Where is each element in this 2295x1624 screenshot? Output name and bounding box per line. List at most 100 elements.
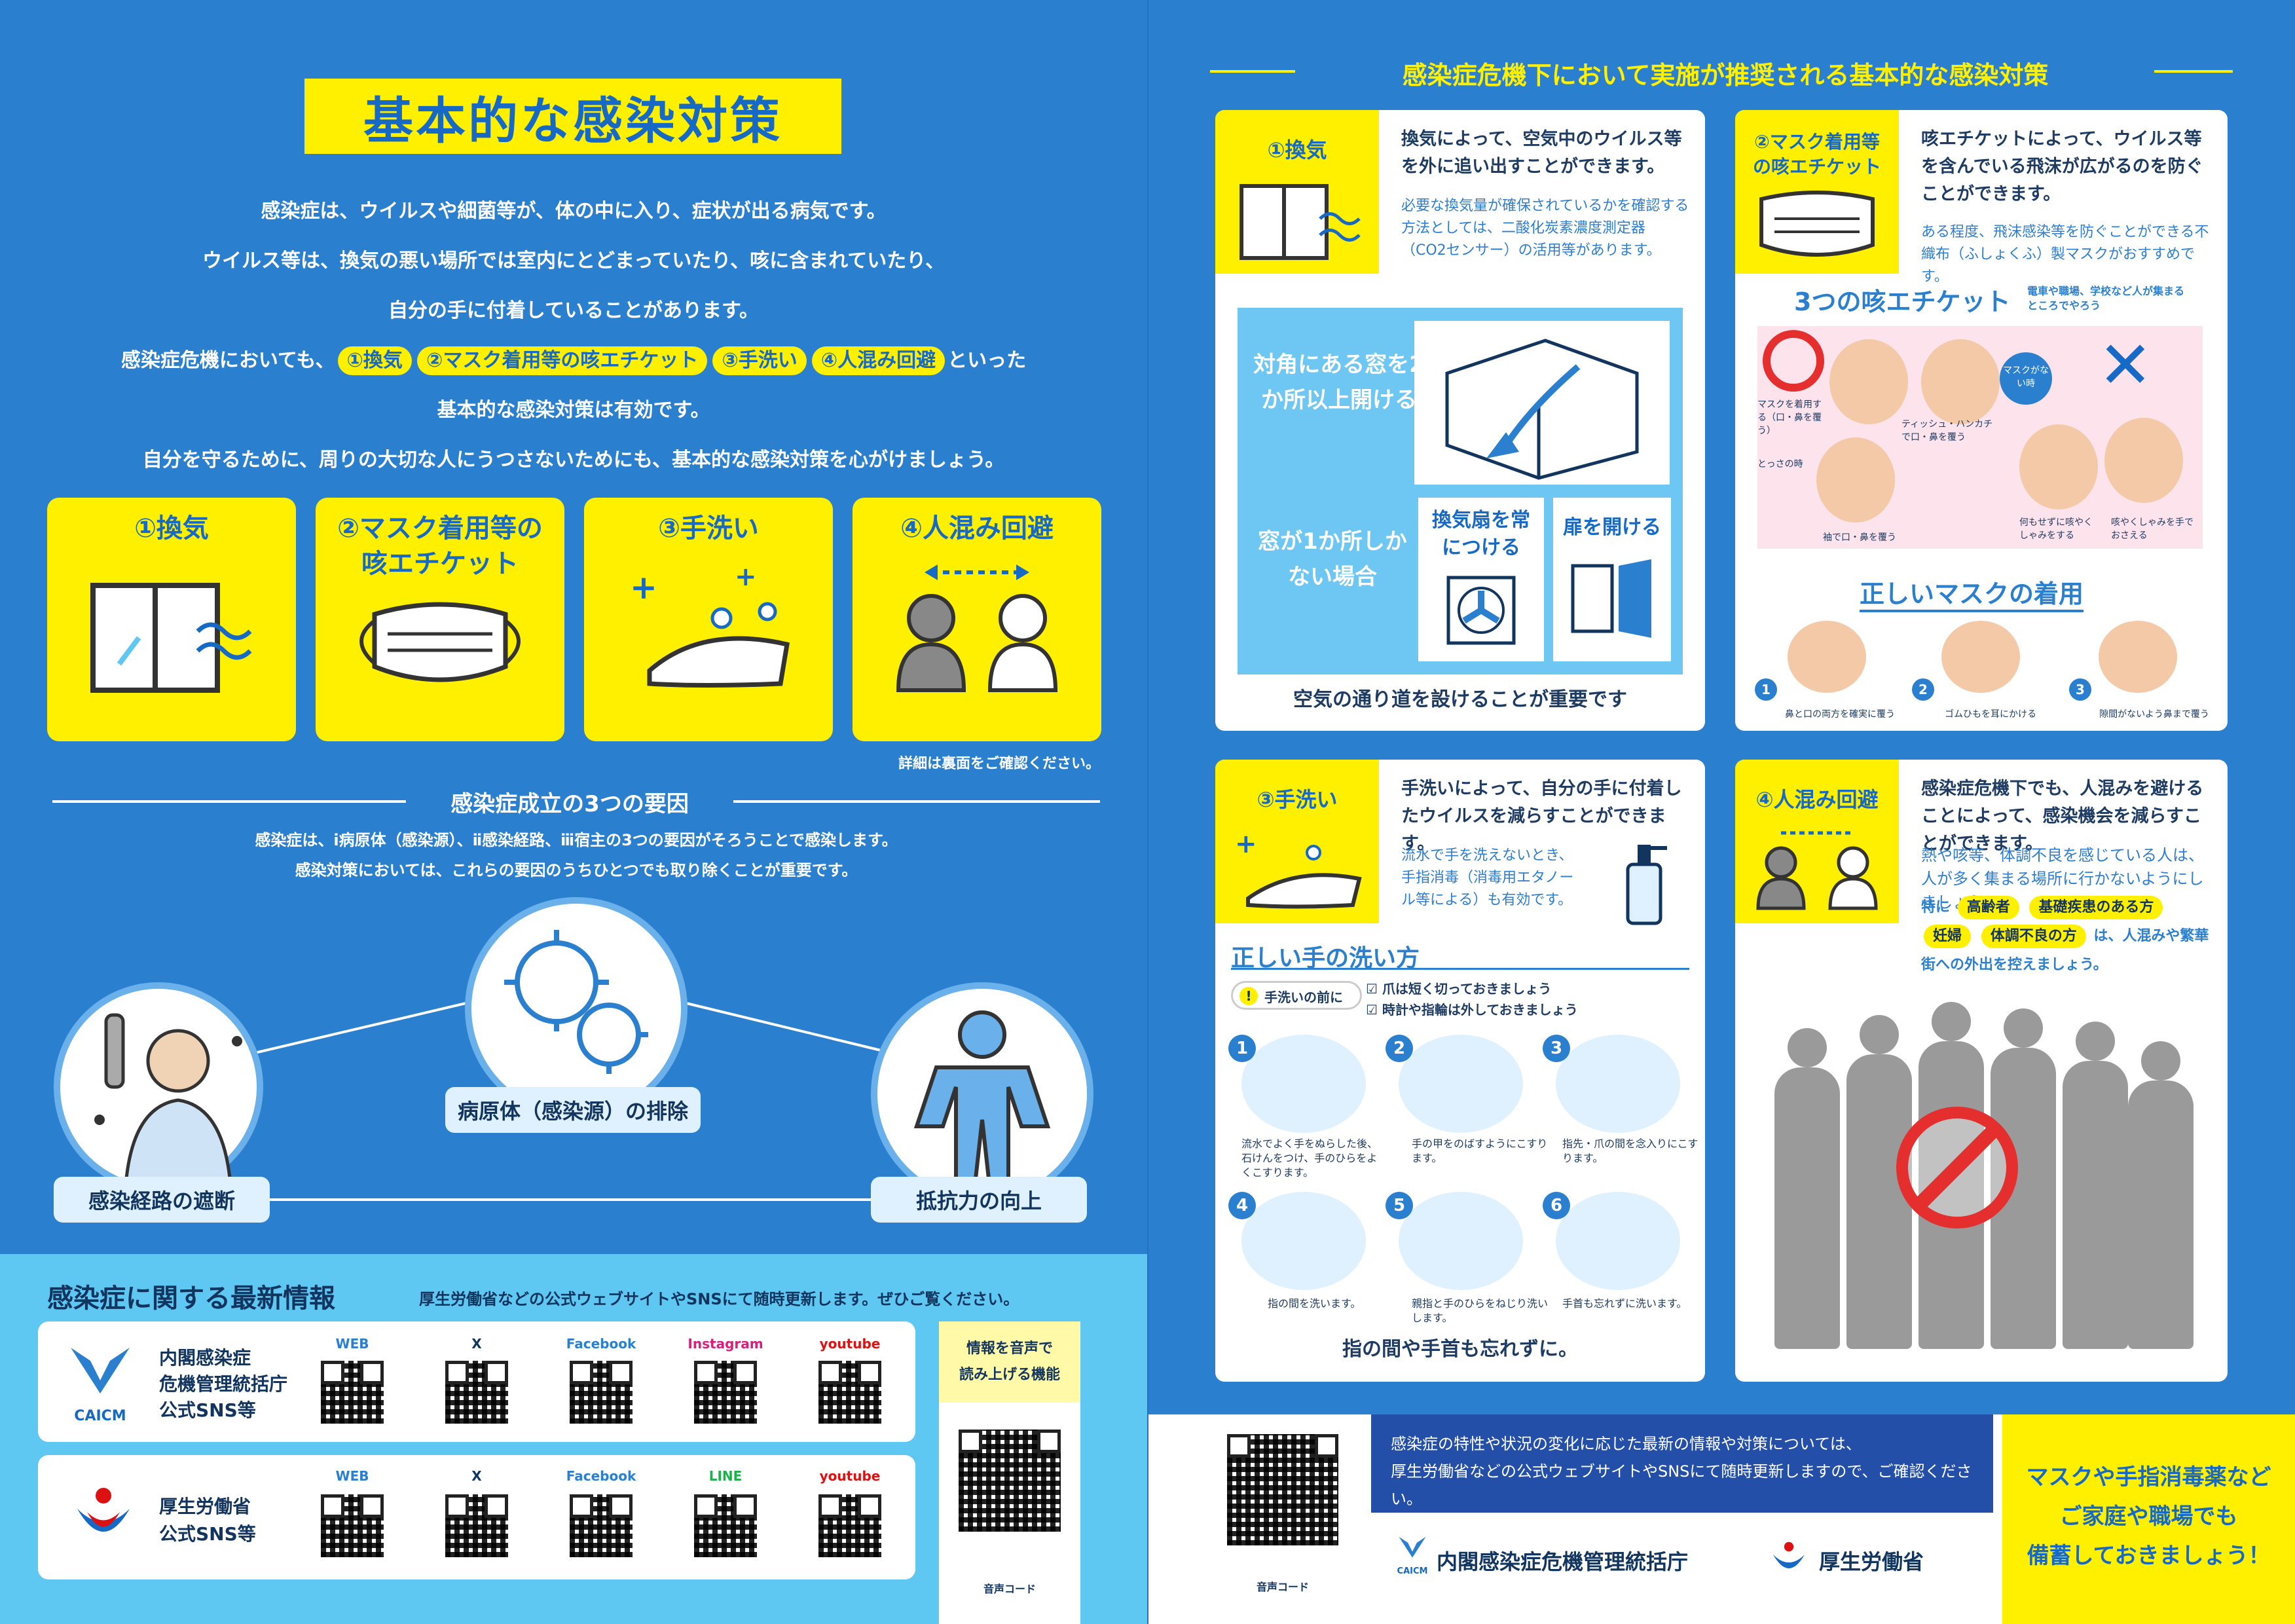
person-on-train-icon xyxy=(94,1013,242,1187)
link-label-x: X xyxy=(471,1336,482,1352)
diag-box-1: 対角にある窓を2か所以上開ける xyxy=(1253,352,1425,413)
etiquette-label: ティッシュ・ハンカチで口・鼻を覆う xyxy=(1901,419,1993,443)
wash-step-text: 手の甲をのばすようにこすります。 xyxy=(1412,1137,1548,1164)
link-label-x: X xyxy=(471,1468,482,1484)
details-note: 詳細は裏面をご確認ください。 xyxy=(898,756,1100,772)
child-face xyxy=(1941,621,2020,693)
factors-heading: 感染症成立の3つの要因 xyxy=(450,791,689,817)
mhlw-logo-icon xyxy=(1773,1541,1805,1568)
voice-qr-code[interactable] xyxy=(1227,1434,1338,1545)
factor-host-circle xyxy=(871,982,1093,1205)
qr-code[interactable] xyxy=(570,1494,633,1557)
card-handwash: ③手洗い + 手洗いによって、自分の手に付着したウイルスを減らすことができます。… xyxy=(1215,760,1705,1382)
org-name: 厚生労働省 xyxy=(1819,1549,1924,1574)
child-face xyxy=(2099,621,2177,693)
sanitizer-bottle-icon xyxy=(1626,845,1667,925)
latest-info-subtitle: 厚生労働省などの公式ウェブサイトやSNSにて随時更新します。ぜひご覧ください。 xyxy=(419,1290,1019,1308)
hand-footer: 指の間や手首も忘れずに。 xyxy=(1342,1338,1578,1361)
intro-line: 自分を守るために、周りの大切な人にうつさないためにも、基本的な感染対策を心がけま… xyxy=(142,449,1005,471)
crowd-text: 感染症危機下でも、人混みを避けることによって、感染機会を減らすことができます。 xyxy=(1921,779,2204,854)
crowd-person xyxy=(2076,1022,2115,1061)
link-label-facebook: Facebook xyxy=(566,1336,636,1352)
wash-step-number: 4 xyxy=(1228,1192,1256,1219)
handwash-icon: + + xyxy=(630,562,790,688)
qr-code[interactable] xyxy=(321,1361,384,1424)
factors-text: 感染症は、ⅰ病原体（感染源）、ⅱ感染経路、ⅲ宿主の3つの要因がそろうことで感染し… xyxy=(255,831,898,879)
link-label-line: LINE xyxy=(708,1468,743,1484)
correct-mark-icon xyxy=(1763,330,1824,392)
wash-step-image xyxy=(1556,1192,1680,1290)
wash-step-image xyxy=(1399,1035,1523,1133)
intro-line: 基本的な感染対策は有効です。 xyxy=(437,399,710,422)
crowd-person xyxy=(2141,1041,2180,1080)
org-name: 厚生労働省 公式SNS等 xyxy=(159,1496,256,1545)
wrong-mark-icon: ✕ xyxy=(2098,327,2153,403)
child-face xyxy=(1788,621,1866,693)
handwash-icon: + xyxy=(1235,829,1362,909)
pill-unwell: 体調不良の方 xyxy=(1981,925,2086,948)
wash-step-image xyxy=(1241,1192,1366,1290)
voice-box-header: 情報を音声で 読み上げる機能 xyxy=(939,1321,1080,1403)
wash-step-number: 5 xyxy=(1386,1192,1413,1219)
page-gutter xyxy=(1147,0,1148,1624)
link-label-youtube: youtube xyxy=(819,1336,881,1352)
diag-box-2: 窓が1か所しかない場合 xyxy=(1258,528,1407,590)
people-distance-icon xyxy=(896,564,1058,692)
voice-qr-code[interactable] xyxy=(959,1430,1061,1532)
qr-code[interactable] xyxy=(694,1361,757,1424)
etiquette-label: とっさの時 xyxy=(1757,459,1803,470)
info-banner: 感染症の特性や状況の変化に応じた最新の情報や対策については、 厚生労働省などの公… xyxy=(1371,1414,1993,1513)
wear-step-text: ゴムひもを耳にかける xyxy=(1945,709,2036,720)
qr-code[interactable] xyxy=(818,1361,881,1424)
qr-code[interactable] xyxy=(445,1494,508,1557)
factor-route-label: 感染経路の遮断 xyxy=(54,1177,270,1223)
link-label-web: WEB xyxy=(335,1336,369,1352)
pill-handwash: ③手洗い xyxy=(712,346,807,375)
right-footer: 音声コード 感染症の特性や状況の変化に応じた最新の情報や対策については、 厚生労… xyxy=(1148,1414,2295,1624)
qr-code[interactable] xyxy=(321,1494,384,1557)
window-icon xyxy=(1239,184,1361,260)
page-title: 基本的な感染対策 xyxy=(304,79,841,154)
factor-connectors xyxy=(216,1001,898,1201)
qr-code[interactable] xyxy=(818,1494,881,1557)
howto-title: 正しい手の洗い方 xyxy=(1231,945,1420,972)
divider xyxy=(733,800,1100,803)
link-label-facebook: Facebook xyxy=(566,1468,636,1484)
vent-footer: 空気の通り道を設けることが重要です xyxy=(1293,688,1627,711)
wash-step-image xyxy=(1399,1192,1523,1290)
measure-ventilation: ①換気 xyxy=(47,498,296,741)
wash-step-text: 親指と手のひらをねじり洗いします。 xyxy=(1412,1297,1549,1324)
wash-step-number: 1 xyxy=(1228,1035,1256,1062)
vent-text: 換気によって、空気中のウイルス等を外に追い出すことができます。 xyxy=(1401,129,1682,177)
caicm-logo-text: CAICM xyxy=(1397,1566,1428,1576)
qr-code[interactable] xyxy=(694,1494,757,1557)
crowd-note: 熱や咳等、体調不良を感じている人は、人が多く集まる場所に行かないようにしましょう… xyxy=(1921,846,2204,912)
factor-route-circle xyxy=(54,982,263,1192)
etiquette-title: 3つの咳エチケット xyxy=(1794,287,2011,316)
window-icon xyxy=(90,583,252,693)
etiquette-label: 咳やくしゃみを手でおさえる xyxy=(2111,517,2194,541)
wash-step-text: 手首も忘れずに洗います。 xyxy=(1562,1297,1687,1310)
room-airflow-icon xyxy=(1445,339,1639,480)
card-crowd: ④人混み回避 感染症危機下でも、人混みを避けることによって、感染機会を減らすこと… xyxy=(1735,760,2228,1382)
wash-step-image xyxy=(1241,1035,1366,1133)
crowd-person xyxy=(1788,1028,1827,1067)
qr-code[interactable] xyxy=(445,1361,508,1424)
crowd-person xyxy=(1774,1067,1840,1349)
etiquette-label: 袖で口・鼻を覆う xyxy=(1823,532,1896,543)
door-box: 扉を開ける xyxy=(1553,498,1671,661)
qr-code[interactable] xyxy=(570,1361,633,1424)
no-entry-icon xyxy=(1896,1107,2018,1228)
pill-pregnant: 妊婦 xyxy=(1924,925,1972,948)
etiquette-label: マスクがない時 xyxy=(2000,352,2052,405)
hand-text: 手洗いによって、自分の手に付着したウイルスを減らすことができます。 xyxy=(1401,779,1682,854)
intro-text: 感染症は、ウイルスや細菌等が、体の中に入り、症状が出る病気です。 ウイルス等は、… xyxy=(26,187,1121,485)
pill-mask: ②マスク着用等の咳エチケット xyxy=(416,346,708,375)
child-face xyxy=(2019,424,2098,509)
mhlw-logo-icon xyxy=(77,1488,130,1532)
measure-mask: ②マスク着用等の咳エチケット xyxy=(316,498,564,741)
mask-wear-title: 正しいマスクの着用 xyxy=(1860,574,2084,612)
etiquette-label: マスクを着用する（口・鼻を覆う） xyxy=(1757,399,1822,436)
link-label-youtube: youtube xyxy=(819,1468,881,1484)
